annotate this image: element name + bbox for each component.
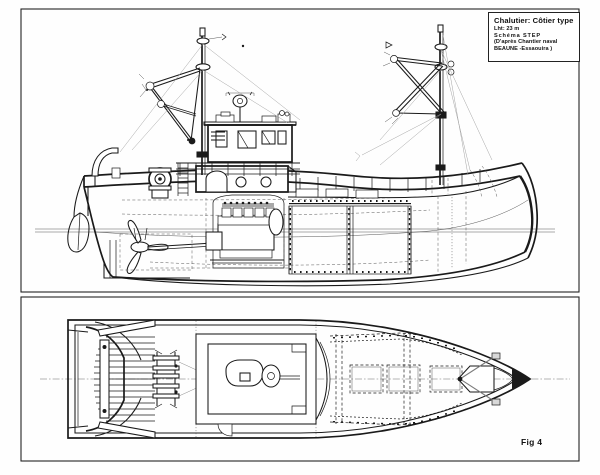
main-mast xyxy=(119,27,301,175)
radar-mast xyxy=(225,91,255,122)
insulation-speckle xyxy=(289,208,411,271)
sheet-frame xyxy=(20,8,580,462)
hull-profile xyxy=(73,162,539,287)
title-block: Chalutier: Côtier type Lht: 23 m Schéma … xyxy=(488,12,580,62)
ladder xyxy=(177,163,189,196)
title-block-title: Chalutier: Côtier type xyxy=(494,16,574,25)
hold-floor-speckle xyxy=(294,271,406,273)
foremast-derricks xyxy=(382,51,445,125)
bow-gear-plan xyxy=(457,352,514,406)
wheelhouse xyxy=(176,91,300,196)
engine-cylinders xyxy=(221,203,275,218)
foremast xyxy=(354,24,493,185)
title-block-line-1: Lht: 23 m xyxy=(494,26,520,32)
waterline xyxy=(35,228,555,233)
title-block-line-3: (D'après Chantier naval xyxy=(494,39,558,46)
figure-label: Fig 4 xyxy=(521,437,543,447)
deck-insulation-band xyxy=(289,200,411,205)
hold-insulation xyxy=(288,206,412,274)
plan-frame-marks xyxy=(195,320,317,438)
title-block-line-4: BEAUNE -Essaouira ) xyxy=(494,45,553,52)
wheelhouse-windows xyxy=(215,130,287,149)
engine-room xyxy=(150,194,290,269)
trawl-winch xyxy=(148,167,172,199)
deckhouse-plan xyxy=(195,333,331,437)
stern-gantry xyxy=(91,147,121,186)
deck-structure xyxy=(287,169,521,272)
misc-marks xyxy=(146,44,245,141)
fish-hold xyxy=(288,200,412,275)
engine-valve-detail xyxy=(223,201,269,205)
bulwark-stanchions xyxy=(299,169,481,192)
stern-gear xyxy=(67,186,214,279)
side-elevation-view xyxy=(35,24,555,287)
derrick-boom xyxy=(138,67,201,145)
bulwark-speckle-plan xyxy=(333,334,455,425)
hull-dashed-details xyxy=(431,165,498,199)
working-deck-plan xyxy=(329,332,469,426)
stern-ramp xyxy=(67,319,156,439)
wheelhouse-louvres xyxy=(211,131,225,141)
deck-plan-view xyxy=(40,319,570,439)
title-block-line-2: Schéma STEP xyxy=(494,32,541,39)
